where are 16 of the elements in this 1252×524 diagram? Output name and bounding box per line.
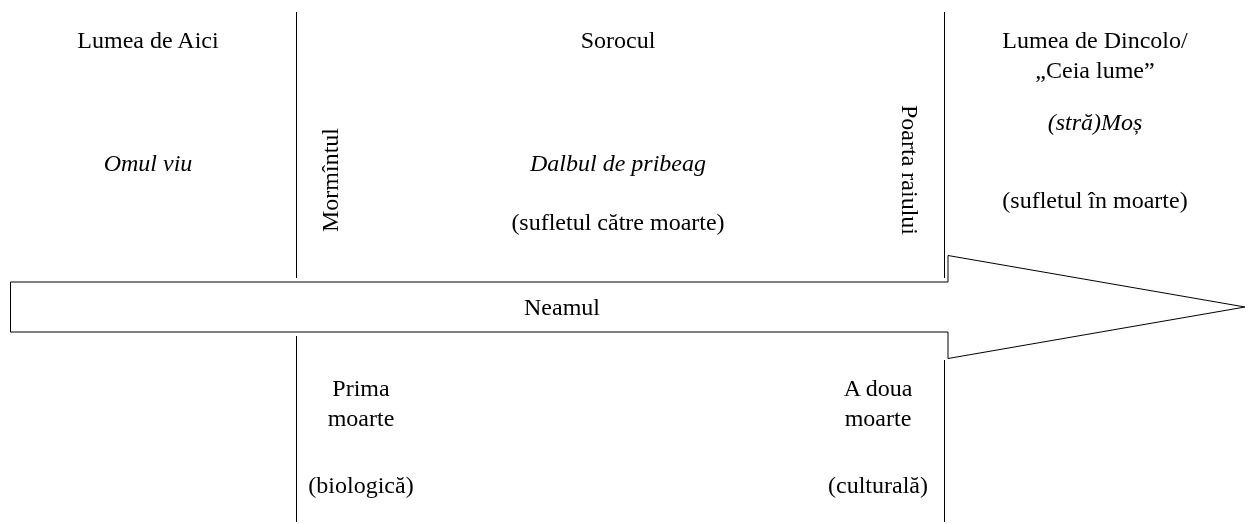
text-label: Sorocul (579, 26, 657, 55)
text-label: (sufletul în moarte) (1001, 186, 1189, 215)
vertical-label: Poarta raiului (896, 105, 924, 235)
text-label: (biologică) (307, 471, 415, 500)
text-label: Omul viu (102, 149, 194, 178)
text-label: Prima moarte (326, 374, 396, 433)
arrow-label: Neamul (523, 293, 601, 322)
block-arrow (10, 255, 1246, 359)
text-label: (stră)Moș (1046, 108, 1144, 137)
text-label: A doua moarte (842, 374, 914, 433)
text-label: Lumea de Aici (76, 26, 220, 55)
vertical-label: Mormîntul (316, 128, 344, 232)
text-label: Dalbul de pribeag (529, 149, 707, 178)
text-label: (culturală) (827, 471, 929, 500)
text-label: (sufletul către moarte) (510, 208, 726, 237)
text-label: Lumea de Dincolo/ „Ceia lume” (1001, 26, 1189, 85)
